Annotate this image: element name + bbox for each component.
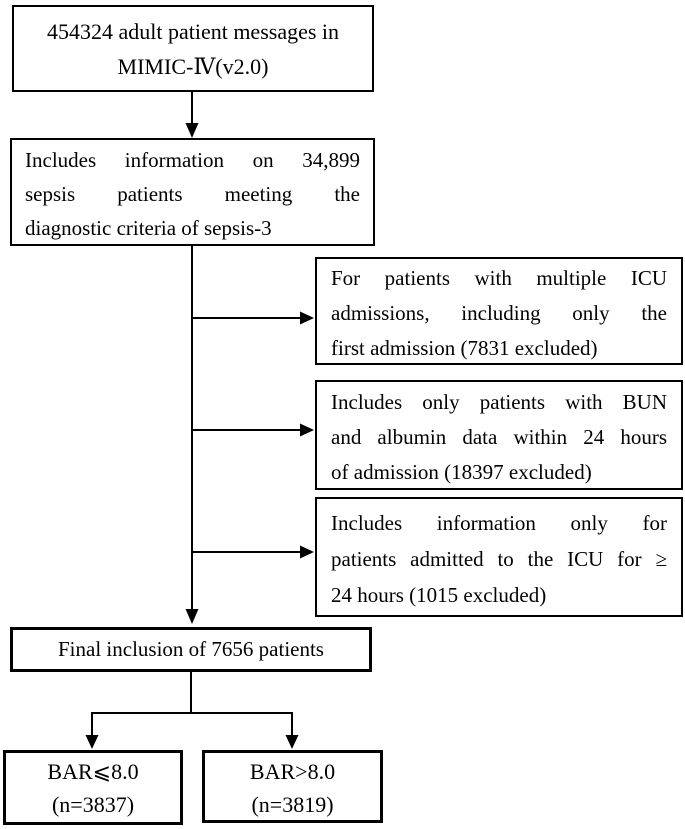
box-exclusion-3-line-2: patients admitted to the ICU for ≥ [331,547,667,571]
box-bar-high-line-1: BAR>8.0 [249,759,336,784]
box-exclusion-2-line-1: Includes only patients with BUN [331,390,667,414]
arrow-branch-exclusion-2 [191,423,314,437]
arrow-source-to-sepsis [185,92,199,138]
box-group-bar-low: BAR⩽8.0 (n=3837) [3,750,183,825]
arrow-branch-exclusion-1 [191,311,314,325]
box-final-inclusion: Final inclusion of 7656 patients [10,627,372,672]
box-exclusion-3-line-3: 24 hours (1015 excluded) [331,583,547,607]
box-source-line-1: 454324 adult patient messages in [46,19,340,44]
box-final-text: Final inclusion of 7656 patients [58,637,324,661]
box-exclusion-1-line-1: For patients with multiple ICU [331,266,667,290]
box-bar-high-line-2: (n=3819) [251,792,334,817]
box-sepsis-line-1: Includes information on 34,899 [25,148,360,172]
arrow-final-split [85,671,299,749]
box-exclusion-multiple-icu: For patients with multiple ICU admission… [315,257,683,365]
box-exclusion-icu-24h: Includes information only for patients a… [315,497,683,617]
box-exclusion-1-line-2: admissions, including only the [331,301,667,325]
box-exclusion-2-line-2: and albumin data within 24 hours [331,425,667,449]
box-exclusion-2-line-3: of admission (18397 excluded) [331,460,592,484]
box-sepsis-criteria: Includes information on 34,899 sepsis pa… [10,138,375,246]
box-bar-low-line-2: (n=3837) [51,792,135,817]
box-exclusion-1-line-3: first admission (7831 excluded) [331,336,598,360]
box-bar-low-line-1: BAR⩽8.0 [47,759,139,784]
arrow-sepsis-to-final [185,246,199,624]
arrow-branch-exclusion-3 [191,545,314,559]
box-group-bar-high: BAR>8.0 (n=3819) [202,750,383,823]
box-source-cohort: 454324 adult patient messages in MIMIC-Ⅳ… [12,5,374,92]
box-sepsis-line-2: sepsis patients meeting the [25,182,360,206]
box-source-line-2: MIMIC-Ⅳ(v2.0) [117,54,269,79]
box-sepsis-line-3: diagnostic criteria of sepsis-3 [25,216,272,240]
box-exclusion-bun-albumin: Includes only patients with BUN and albu… [315,380,683,490]
box-exclusion-3-line-1: Includes information only for [331,511,667,535]
